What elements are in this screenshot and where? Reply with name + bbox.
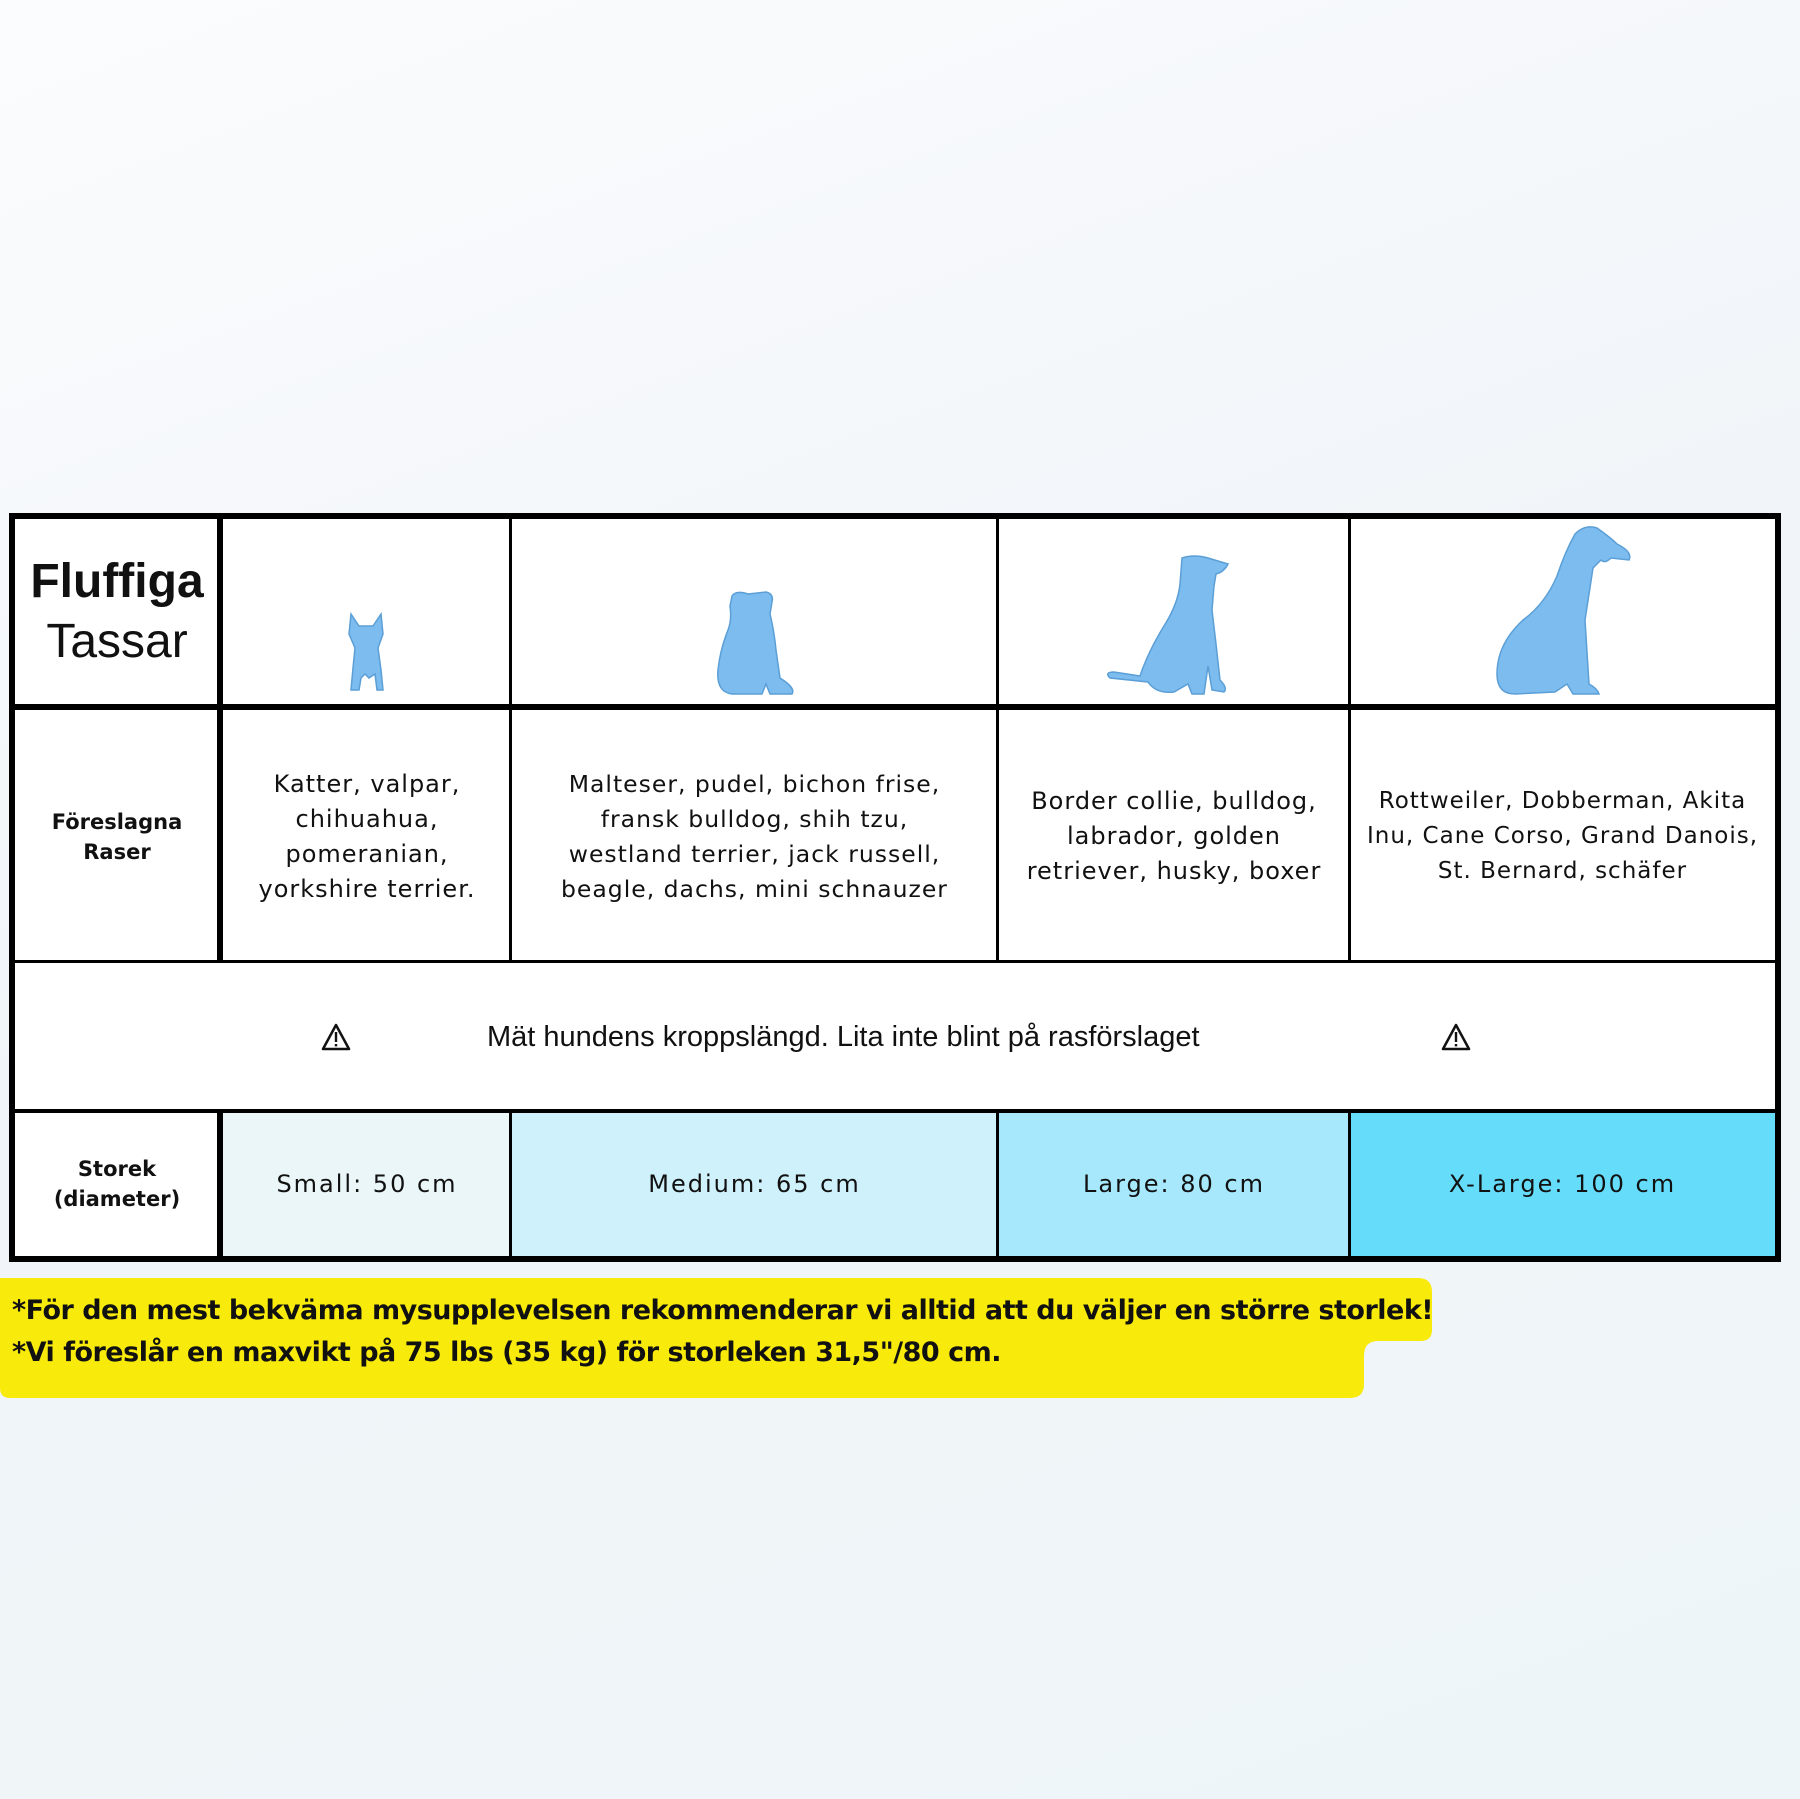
warning-text: Mät hundens kroppslängd. Lita inte blint… — [487, 1021, 1200, 1053]
size-cell-large: Large: 80 cm — [998, 1112, 1350, 1256]
breed-line: Inu, Cane Corso, Grand Danois, — [1366, 823, 1758, 849]
breed-line: westland terrier, jack russell, — [568, 839, 941, 868]
breeds-label-line1: Föreslagna — [51, 809, 183, 834]
size-cell-medium: Medium: 65 cm — [511, 1112, 998, 1256]
warning-triangle-icon — [321, 1023, 351, 1051]
breeds-medium: Malteser, pudel, bichon frise, fransk bu… — [511, 710, 998, 963]
breed-line: fransk bulldog, shih tzu, — [600, 804, 909, 833]
size-xlarge: X-Large: 100 cm — [1448, 1170, 1677, 1198]
small-dog-icon — [348, 612, 384, 691]
breeds-large: Border collie, bulldog, labrador, golden… — [998, 710, 1350, 963]
breeds-label-line2: Raser — [83, 839, 151, 864]
size-label-line2: (diameter) — [53, 1187, 181, 1211]
size-cell-small: Small: 50 cm — [223, 1112, 511, 1256]
size-label-line1: Storek — [77, 1157, 157, 1181]
breed-line: labrador, golden — [1066, 822, 1282, 850]
medium-dog-cell — [511, 519, 998, 704]
breed-line: Border collie, bulldog, — [1031, 787, 1317, 815]
xlarge-dog-icon — [1495, 526, 1630, 695]
breed-line: chihuahua, — [295, 804, 439, 833]
brand-line2: Tassar — [46, 614, 188, 668]
brand-logo: Fluffiga Tassar — [15, 519, 219, 704]
divider — [15, 1109, 1775, 1113]
size-small: Small: 50 cm — [276, 1170, 458, 1198]
medium-dog-icon — [716, 591, 793, 695]
xlarge-dog-cell — [1350, 519, 1775, 704]
size-large: Large: 80 cm — [1083, 1170, 1265, 1198]
warning-triangle-icon — [1441, 1023, 1471, 1051]
divider — [217, 519, 223, 963]
breed-line: pomeranian, — [285, 839, 449, 868]
breed-line: St. Bernard, schäfer — [1437, 858, 1688, 884]
breed-line: yorkshire terrier. — [258, 874, 476, 903]
brand-line1: Fluffiga — [30, 554, 204, 608]
small-dog-cell — [223, 519, 511, 704]
size-cell-xlarge: X-Large: 100 cm — [1350, 1112, 1775, 1256]
large-dog-cell — [998, 519, 1350, 704]
divider — [509, 519, 512, 963]
warning-row: Mät hundens kroppslängd. Lita inte blint… — [15, 963, 1775, 1112]
recommendation-note: *För den mest bekväma mysupplevelsen rek… — [0, 1278, 1434, 1398]
note-line-1: *För den mest bekväma mysupplevelsen rek… — [12, 1295, 1434, 1326]
size-row-label: Storek (diameter) — [15, 1112, 219, 1256]
large-dog-icon — [1107, 555, 1230, 695]
breed-line: Malteser, pudel, bichon frise, — [568, 769, 941, 798]
divider — [217, 1112, 223, 1262]
note-highlight — [0, 1278, 1432, 1398]
breed-line: Rottweiler, Dobberman, Akita — [1378, 788, 1747, 814]
size-chart-table: Small: 50 cm Medium: 65 cm Large: 80 cm … — [9, 513, 1781, 1262]
divider — [996, 519, 999, 963]
breed-line: Katter, valpar, — [273, 769, 461, 798]
divider — [1348, 519, 1351, 963]
size-medium: Medium: 65 cm — [648, 1170, 861, 1198]
breeds-xlarge: Rottweiler, Dobberman, Akita Inu, Cane C… — [1350, 710, 1775, 963]
note-line-2: *Vi föreslår en maxvikt på 75 lbs (35 kg… — [12, 1337, 1002, 1368]
breed-line: beagle, dachs, mini schnauzer — [561, 874, 948, 903]
divider — [15, 960, 1775, 963]
breeds-row-label: Föreslagna Raser — [15, 710, 219, 963]
divider — [996, 1112, 999, 1262]
breed-line: retriever, husky, boxer — [1026, 857, 1322, 885]
divider — [509, 1112, 512, 1262]
breeds-small: Katter, valpar, chihuahua, pomeranian, y… — [223, 710, 511, 963]
divider — [15, 704, 1775, 710]
divider — [1348, 1112, 1351, 1262]
